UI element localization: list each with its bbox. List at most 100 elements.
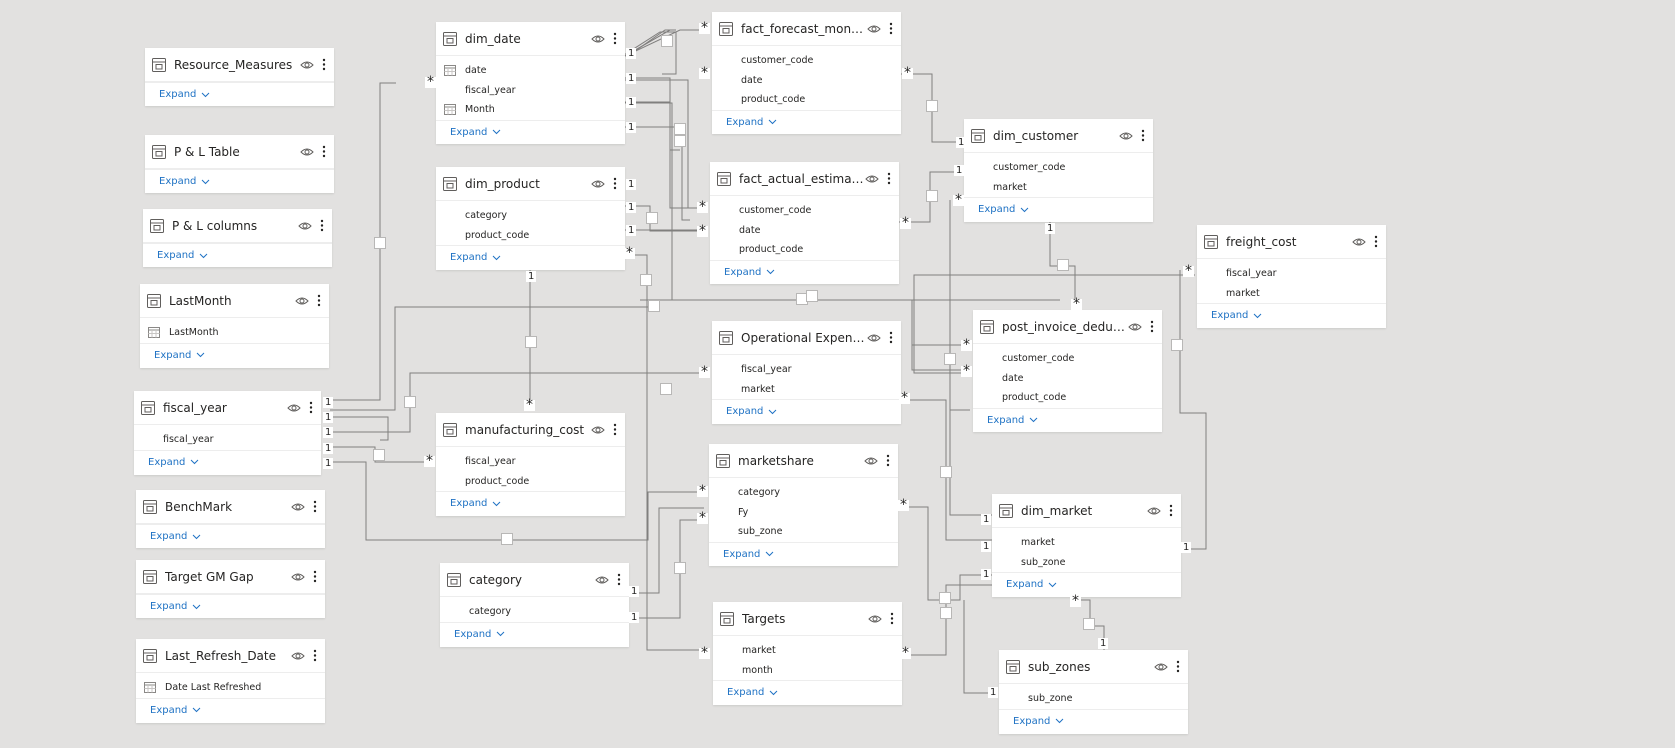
expand-link[interactable]: Expand	[143, 243, 332, 267]
expand-link[interactable]: Expand	[712, 109, 901, 134]
more-options-icon[interactable]	[322, 58, 326, 71]
expand-link[interactable]: Expand	[136, 697, 325, 722]
table-header[interactable]: marketshare	[709, 444, 898, 478]
table-card-dim-market[interactable]: dim_market market sub_zone Expand	[992, 494, 1181, 597]
more-options-icon[interactable]	[1176, 660, 1180, 673]
more-options-icon[interactable]	[617, 573, 621, 586]
more-options-icon[interactable]	[1141, 129, 1145, 142]
eye-icon[interactable]	[291, 572, 305, 582]
table-card-pl-columns[interactable]: P & L columns Expand	[143, 209, 332, 267]
table-card-sub-zones[interactable]: sub_zones sub_zone Expand	[999, 650, 1188, 734]
field-row[interactable]: product_code	[973, 388, 1162, 408]
field-row[interactable]: fiscal_year	[134, 430, 321, 450]
more-options-icon[interactable]	[887, 172, 891, 185]
eye-icon[interactable]	[591, 425, 605, 435]
field-row[interactable]: category	[436, 206, 625, 226]
more-options-icon[interactable]	[320, 219, 324, 232]
table-card-lastmonth[interactable]: LastMonth LastMonth Expand	[140, 284, 329, 368]
more-options-icon[interactable]	[322, 145, 326, 158]
eye-icon[interactable]	[1154, 662, 1168, 672]
more-options-icon[interactable]	[1374, 235, 1378, 248]
eye-icon[interactable]	[287, 403, 301, 413]
field-row[interactable]: market	[712, 380, 901, 400]
eye-icon[interactable]	[300, 60, 314, 70]
expand-link[interactable]: Expand	[145, 82, 334, 106]
field-row[interactable]: date	[436, 61, 625, 81]
more-options-icon[interactable]	[613, 423, 617, 436]
eye-icon[interactable]	[295, 296, 309, 306]
table-card-fiscal-year[interactable]: fiscal_year fiscal_year Expand	[134, 391, 321, 475]
field-row[interactable]: date	[973, 369, 1162, 389]
table-card-dim-customer[interactable]: dim_customer customer_code market Expand	[964, 119, 1153, 222]
more-options-icon[interactable]	[1169, 504, 1173, 517]
eye-icon[interactable]	[868, 614, 882, 624]
expand-link[interactable]: Expand	[134, 449, 321, 474]
table-card-targets[interactable]: Targets market month Expand	[713, 602, 902, 705]
eye-icon[interactable]	[1352, 237, 1366, 247]
more-options-icon[interactable]	[313, 649, 317, 662]
field-row[interactable]: date	[712, 71, 901, 91]
expand-link[interactable]: Expand	[964, 197, 1153, 221]
expand-link[interactable]: Expand	[973, 407, 1162, 432]
field-row[interactable]: product_code	[710, 240, 899, 260]
field-row[interactable]: fiscal_year	[1197, 264, 1386, 284]
expand-link[interactable]: Expand	[140, 342, 329, 367]
table-card-fact-actual-estimates[interactable]: fact_actual_estimates customer_code date…	[710, 162, 899, 284]
table-card-dim-product[interactable]: dim_product category product_code Expand	[436, 167, 625, 270]
table-card-freight-cost[interactable]: freight_cost fiscal_year market Expand	[1197, 225, 1386, 328]
table-card-target-gm-gap[interactable]: Target GM Gap Expand	[136, 560, 325, 618]
table-card-resource-measures[interactable]: Resource_Measures Expand	[145, 48, 334, 106]
field-row[interactable]: fiscal_year	[436, 81, 625, 101]
table-header[interactable]: dim_date	[436, 22, 625, 56]
table-header[interactable]: dim_market	[992, 494, 1181, 528]
more-options-icon[interactable]	[613, 32, 617, 45]
more-options-icon[interactable]	[1150, 320, 1154, 333]
field-row[interactable]: product_code	[436, 226, 625, 246]
field-row[interactable]: fiscal_year	[712, 360, 901, 380]
field-row[interactable]: market	[964, 178, 1153, 198]
table-card-manufacturing-cost[interactable]: manufacturing_cost fiscal_year product_c…	[436, 413, 625, 516]
more-options-icon[interactable]	[309, 401, 313, 414]
table-card-marketshare[interactable]: marketshare category Fy sub_zone Expand	[709, 444, 898, 566]
field-row[interactable]: customer_code	[712, 51, 901, 71]
expand-link[interactable]: Expand	[436, 119, 625, 144]
table-card-category[interactable]: category category Expand	[440, 563, 629, 647]
field-row[interactable]: LastMonth	[140, 323, 329, 343]
table-card-last-refresh-date[interactable]: Last_Refresh_Date Date Last Refreshed Ex…	[136, 639, 325, 723]
eye-icon[interactable]	[864, 456, 878, 466]
expand-link[interactable]: Expand	[712, 399, 901, 423]
eye-icon[interactable]	[865, 174, 879, 184]
table-header[interactable]: dim_customer	[964, 119, 1153, 153]
field-row[interactable]: customer_code	[710, 201, 899, 221]
table-header[interactable]: post_invoice_deducti...	[973, 310, 1162, 344]
expand-link[interactable]: Expand	[710, 259, 899, 284]
table-header[interactable]: dim_product	[436, 167, 625, 201]
table-card-dim-date[interactable]: dim_date date fiscal_year Month Expand	[436, 22, 625, 144]
table-header[interactable]: freight_cost	[1197, 225, 1386, 259]
more-options-icon[interactable]	[313, 500, 317, 513]
table-card-fact-forecast-monthly[interactable]: fact_forecast_monthly customer_code date…	[712, 12, 901, 134]
table-header[interactable]: manufacturing_cost	[436, 413, 625, 447]
table-header[interactable]: BenchMark	[136, 490, 325, 524]
field-row[interactable]: Fy	[709, 503, 898, 523]
field-row[interactable]: Date Last Refreshed	[136, 678, 325, 698]
expand-link[interactable]: Expand	[709, 541, 898, 566]
table-header[interactable]: Last_Refresh_Date	[136, 639, 325, 673]
eye-icon[interactable]	[298, 221, 312, 231]
eye-icon[interactable]	[867, 24, 881, 34]
field-row[interactable]: market	[992, 533, 1181, 553]
expand-link[interactable]: Expand	[992, 572, 1181, 596]
expand-link[interactable]: Expand	[999, 708, 1188, 733]
table-header[interactable]: P & L columns	[143, 209, 332, 243]
field-row[interactable]: product_code	[712, 90, 901, 110]
field-row[interactable]: category	[440, 602, 629, 622]
expand-link[interactable]: Expand	[440, 621, 629, 646]
eye-icon[interactable]	[591, 179, 605, 189]
table-header[interactable]: fact_forecast_monthly	[712, 12, 901, 46]
table-header[interactable]: sub_zones	[999, 650, 1188, 684]
eye-icon[interactable]	[1128, 322, 1142, 332]
more-options-icon[interactable]	[890, 612, 894, 625]
table-card-operational-expenses[interactable]: Operational Expenses fiscal_year market …	[712, 321, 901, 424]
table-header[interactable]: fact_actual_estimates	[710, 162, 899, 196]
eye-icon[interactable]	[867, 333, 881, 343]
